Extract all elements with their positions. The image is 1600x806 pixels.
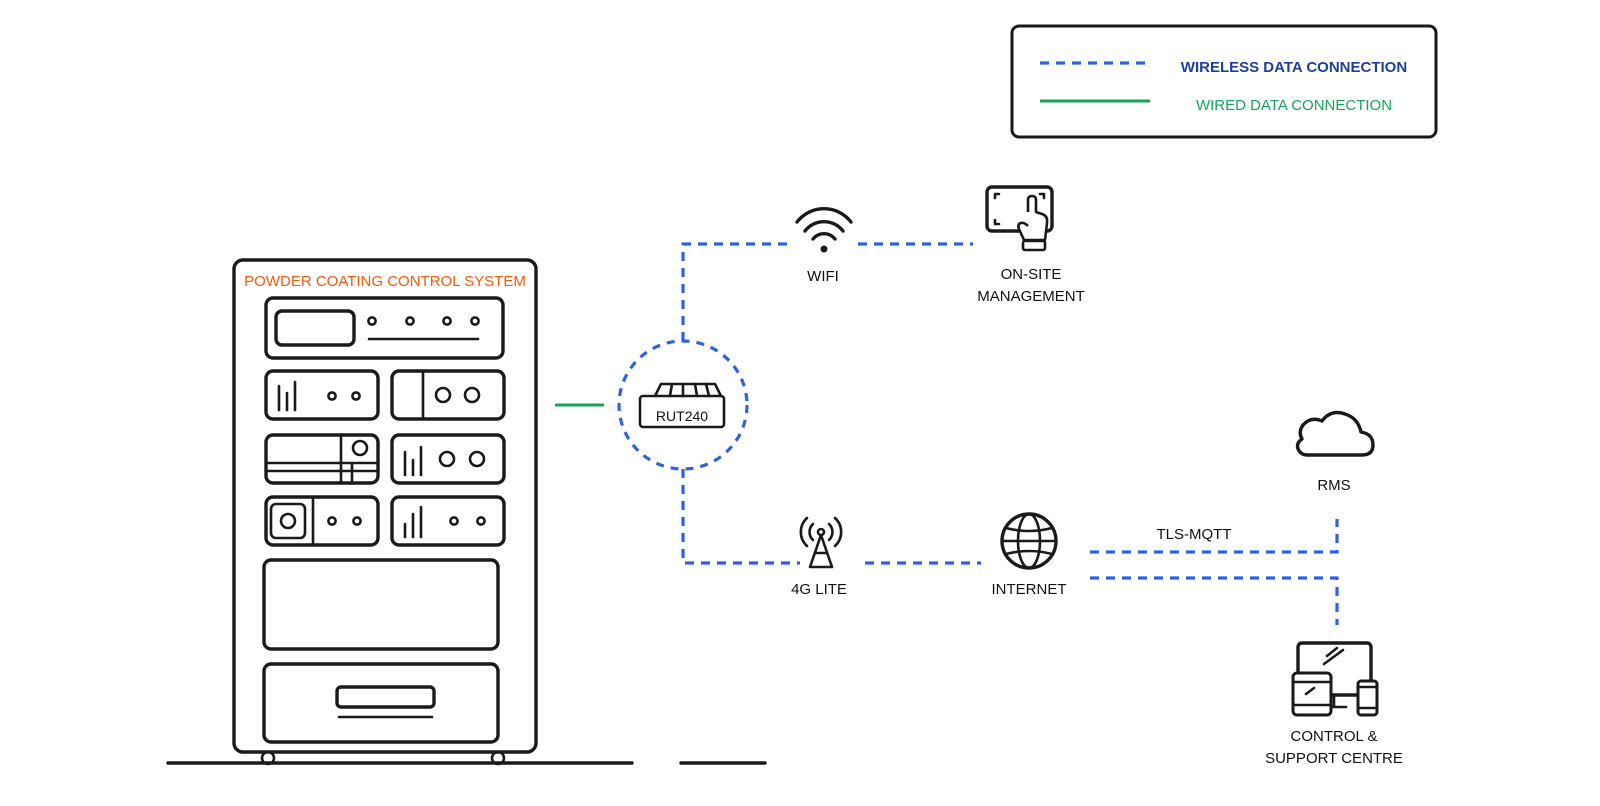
drawer-handle [335,685,436,709]
control-label-line1: CONTROL & [1291,728,1378,745]
cabinet-frame [232,258,538,754]
legend-box [1010,24,1438,139]
wireless-link-router-lte [681,469,800,565]
cabinet-drawer [262,662,500,744]
cabinet-unit [264,296,505,360]
control-centre-node: CONTROL & SUPPORT CENTRE [1265,641,1403,767]
cell-tower-icon [799,516,843,569]
rms-node: RMS [1295,410,1375,494]
cabinet-panel [262,558,500,651]
wireless-link-internet-control [1090,576,1339,625]
cabinet-unit [390,495,506,547]
touch-panel-icon [985,185,1054,252]
wifi-label: WIFI [807,268,839,285]
wireless-link-router-wifi [681,242,792,341]
control-label-line2: SUPPORT CENTRE [1265,750,1403,767]
cabinet-unit [390,369,506,421]
wireless-link-internet-rms [1090,519,1339,554]
internet-node: INTERNET [992,512,1067,598]
cabinet-unit [264,369,380,421]
rms-label: RMS [1317,477,1350,494]
cabinet-screen [274,309,356,347]
onsite-label-line1: ON-SITE [1001,266,1062,283]
onsite-management-node: ON-SITE MANAGEMENT [977,185,1085,305]
router-icon [638,382,726,429]
lte-label: 4G LITE [791,581,847,598]
protocol-label: TLS-MQTT [1157,526,1232,543]
globe-icon [1000,512,1058,570]
wifi-node: WIFI [795,207,853,285]
onsite-label-line2: MANAGEMENT [977,288,1085,305]
wifi-icon [795,207,853,253]
powder-coating-cabinet: POWDER COATING CONTROL SYSTEM [232,258,538,766]
router-wireless-ring [617,339,749,471]
lte-node: 4G LITE [791,516,847,598]
cabinet-wheel-left [260,750,276,766]
router-node: RUT240 [617,339,749,471]
cloud-icon [1295,410,1375,457]
legend-wired-label: WIRED DATA CONNECTION [1196,97,1392,114]
cabinet-unit [264,433,380,485]
devices-icon [1291,641,1379,717]
legend: WIRELESS DATA CONNECTION WIRED DATA CONN… [1010,24,1438,139]
cabinet-title: POWDER COATING CONTROL SYSTEM [244,273,526,290]
cabinet-unit [390,433,506,485]
internet-label: INTERNET [992,581,1067,598]
cabinet-unit [264,495,380,547]
router-label: RUT240 [656,408,708,424]
cabinet-wheel-right [490,750,506,766]
legend-wireless-label: WIRELESS DATA CONNECTION [1181,59,1407,76]
